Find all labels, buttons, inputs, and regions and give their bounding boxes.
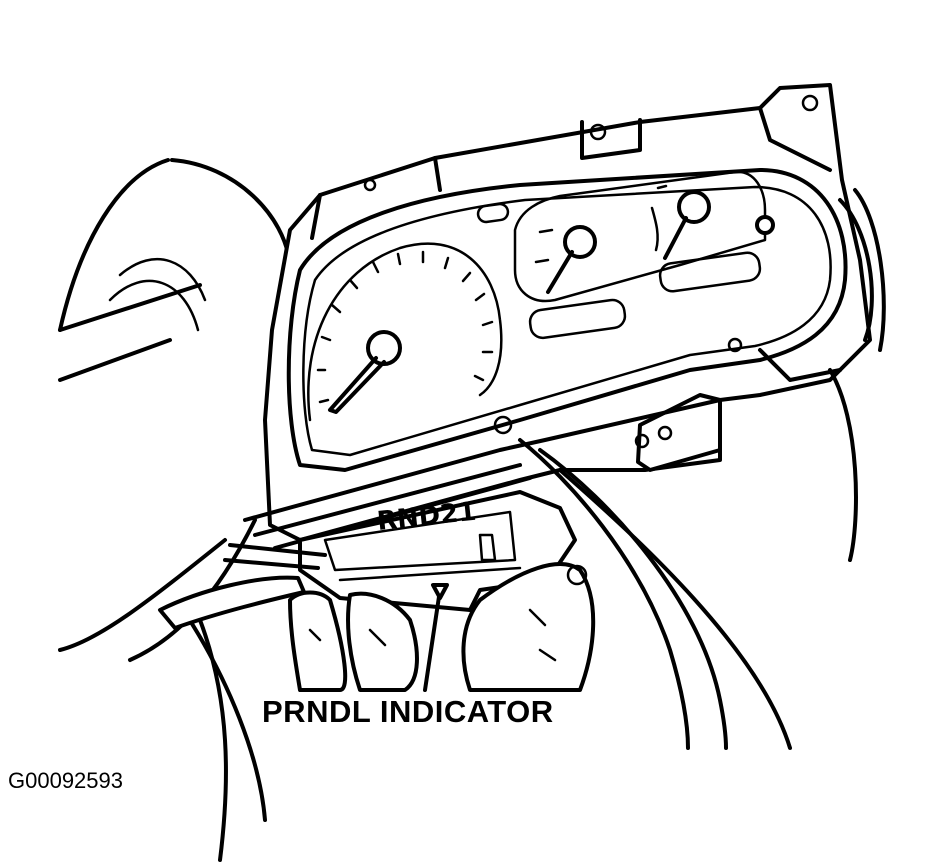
auxiliary-gauges: [513, 170, 775, 340]
speedometer-ticks: [316, 250, 494, 404]
figure-id: G00092593: [8, 768, 123, 793]
cluster-bezel: [286, 168, 848, 472]
callout-leader-line: [423, 588, 442, 692]
technician-hands: [288, 562, 596, 692]
callout-arrow-head: [431, 583, 449, 600]
steering-wheel: [58, 158, 292, 862]
prndl-indicator-label: PRNDL INDICATOR: [262, 694, 554, 729]
temperature-gauge-hub: [677, 190, 711, 224]
speedometer: [307, 242, 503, 422]
wiring-harness: [518, 368, 858, 750]
fuel-gauge-hub: [563, 225, 597, 259]
screwdriver: [158, 543, 327, 630]
warning-light-strip-right: [658, 251, 762, 293]
mounting-brackets: [493, 188, 886, 472]
warning-light-strip-left: [528, 298, 627, 340]
